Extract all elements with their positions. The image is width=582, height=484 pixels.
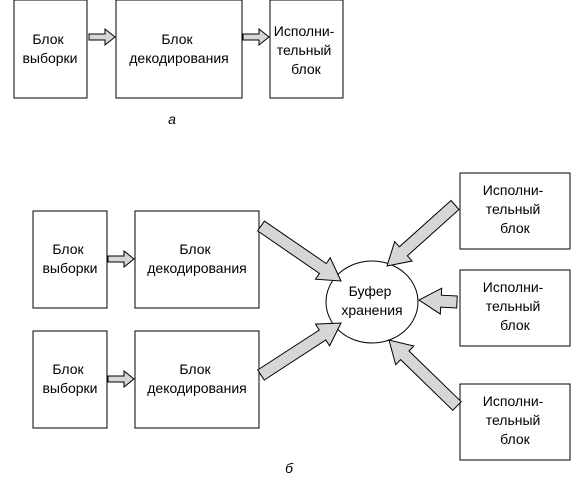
caption-a: а [168, 111, 176, 127]
decode-block-top-label: Блок декодирования [147, 241, 246, 276]
arrow-exec-bottom-to-buffer [388, 339, 462, 412]
part-b-diagram: Блок выборки Блок декодирования Блок выб… [32, 172, 571, 476]
caption-b: б [285, 460, 294, 476]
fetch-block-top [32, 210, 108, 309]
arrow-exec-middle-to-buffer [418, 287, 458, 315]
decode-block-a-label: Блок декодирования [129, 31, 228, 66]
fetch-block-a-label: Блок выборки [22, 31, 77, 66]
exec-block-a-label: Исполни- тельный блок [274, 23, 338, 77]
exec-block-top-label: Исполни- тельный блок [483, 182, 547, 236]
fetch-block-bottom [32, 330, 108, 429]
arrow-fetch-to-decode-bottom [107, 369, 135, 389]
decode-block-bottom [134, 330, 260, 429]
arrow-fetch-to-decode-a [88, 27, 116, 47]
arrow-decode-bottom-to-buffer [257, 322, 342, 381]
storage-buffer [325, 260, 419, 344]
exec-block-bottom-label: Исполни- тельный блок [483, 393, 547, 447]
fetch-block-top-label: Блок выборки [42, 241, 97, 276]
exec-block-middle [459, 269, 571, 347]
exec-block-bottom [459, 383, 571, 461]
fetch-block-bottom-label: Блок выборки [42, 361, 97, 396]
part-a-diagram: Блок выборки Блок декодирования Исполни-… [13, 0, 344, 127]
exec-block-top [459, 172, 571, 250]
fat-arrows-group [256, 199, 462, 412]
fetch-block-a [13, 0, 88, 99]
exec-block-middle-label: Исполни- тельный блок [483, 279, 547, 333]
arrow-decode-top-to-buffer [256, 220, 342, 282]
arrow-exec-top-to-buffer [386, 199, 460, 267]
arrow-fetch-to-decode-top [107, 249, 135, 269]
decode-block-a [115, 0, 243, 99]
exec-block-a [269, 0, 344, 99]
decode-block-top [134, 210, 260, 309]
storage-buffer-label: Буфер хранения [341, 283, 402, 318]
arrow-decode-to-exec-a [242, 27, 270, 47]
decode-block-bottom-label: Блок декодирования [147, 361, 246, 396]
